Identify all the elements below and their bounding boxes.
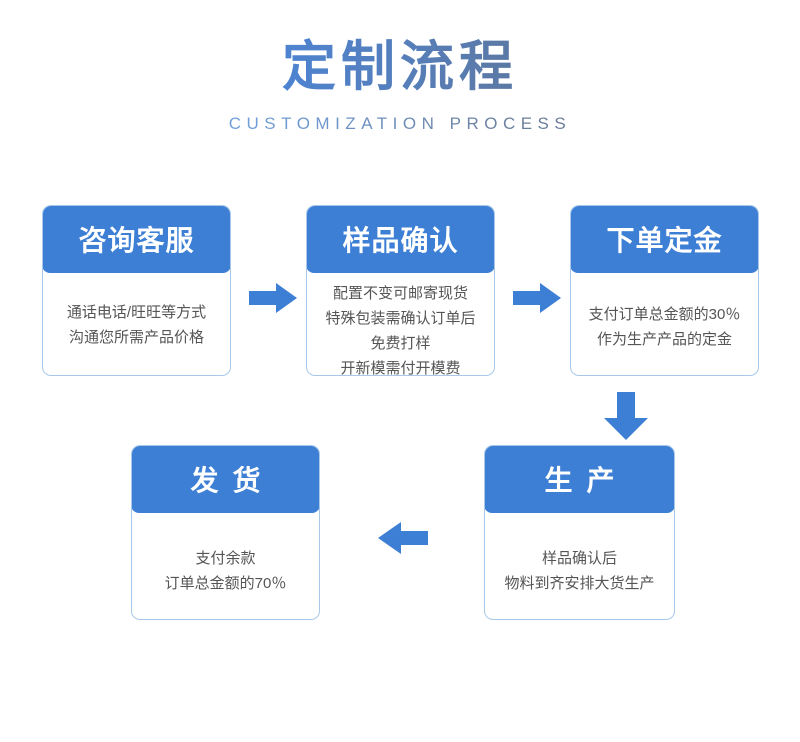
page-subtitle: CUSTOMIZATION PROCESS [0,114,800,134]
step-header-shipping: 发货 [132,446,319,513]
step-header-sample: 样品确认 [307,206,494,273]
step-card-shipping[interactable]: 发货 支付余款 订单总金额的70％ [131,445,320,620]
arrow-left-icon-production-to-shipping [378,522,428,559]
step-body-deposit: 支付订单总金额的30％ 作为生产产品的定金 [588,306,741,348]
arrow-down-icon-deposit-to-production [604,392,648,445]
step-body-production: 样品确认后 物料到齐安排大货生产 [504,550,655,592]
step-body-sample: 配置不变可邮寄现货 特殊包装需确认订单后 免费打样 开新模需付开模费 [325,285,476,376]
arrow-right-icon-sample-to-deposit [513,283,561,318]
page-title: 定制流程 [0,36,800,98]
step-card-consult[interactable]: 咨询客服 通话电话/旺旺等方式 沟通您所需产品价格 [42,205,231,376]
arrow-right-icon-consult-to-sample [249,283,297,318]
step-header-deposit: 下单定金 [571,206,758,273]
step-card-sample[interactable]: 样品确认 配置不变可邮寄现货 特殊包装需确认订单后 免费打样 开新模需付开模费 [306,205,495,376]
step-body-consult: 通话电话/旺旺等方式 沟通您所需产品价格 [66,304,207,346]
title-block: 定制流程 CUSTOMIZATION PROCESS [0,36,800,134]
step-body-shipping: 支付余款 订单总金额的70％ [164,550,287,592]
step-card-production[interactable]: 生产 样品确认后 物料到齐安排大货生产 [484,445,675,620]
step-header-production: 生产 [485,446,674,513]
step-header-consult: 咨询客服 [43,206,230,273]
step-card-deposit[interactable]: 下单定金 支付订单总金额的30％ 作为生产产品的定金 [570,205,759,376]
